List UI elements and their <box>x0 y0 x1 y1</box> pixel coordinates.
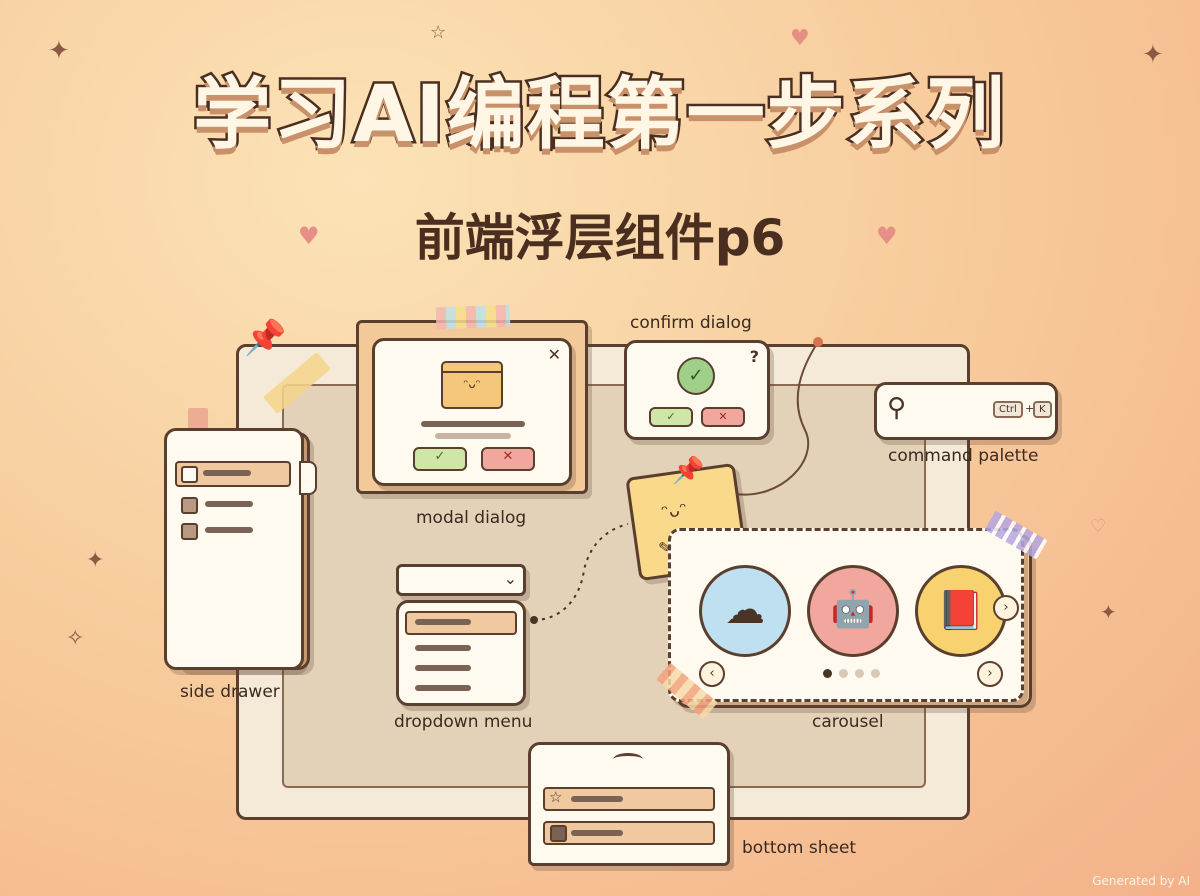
page-subtitle: 前端浮层组件p6 <box>414 209 786 267</box>
dropdown-item[interactable] <box>415 685 471 691</box>
browser-window-icon: ᵔᴗᵔ <box>441 361 503 409</box>
modal-text-line <box>435 433 511 439</box>
bottom-sheet-label: bottom sheet <box>742 838 857 858</box>
heart-icon: ♥ <box>876 222 898 250</box>
shortcut-k-key: K <box>1033 401 1052 418</box>
modal-dialog[interactable]: ✕ ᵔᴗᵔ ✓ ✕ <box>372 338 572 486</box>
carousel-prev-button[interactable]: ‹ <box>699 661 725 687</box>
drawer-item-active[interactable] <box>175 461 291 487</box>
side-drawer[interactable] <box>164 428 317 670</box>
sheet-item-star[interactable]: ☆ <box>543 787 715 811</box>
sparkle-icon: ✦ <box>48 36 70 66</box>
confirm-yes-button[interactable]: ✓ <box>649 407 693 427</box>
robot-icon[interactable]: 🤖 <box>807 565 899 657</box>
heart-icon: ♥ <box>298 222 320 250</box>
check-circle-icon: ✓ <box>677 357 715 395</box>
command-palette-label: command palette <box>888 446 1039 466</box>
pushpin-icon: 📌 <box>672 456 705 486</box>
page-title: 学习AI编程第一步系列 <box>191 68 1007 163</box>
smiley-face-icon: ᵔᴗᵔ <box>660 498 689 524</box>
dropdown-menu[interactable] <box>396 600 526 706</box>
sheet-item[interactable] <box>543 821 715 845</box>
star-icon: ☆ <box>430 22 447 43</box>
close-icon[interactable]: ✕ <box>547 345 561 364</box>
dropdown-item[interactable] <box>415 645 471 651</box>
carousel-dot[interactable] <box>855 669 864 678</box>
sparkle-icon: ✧ <box>66 626 85 651</box>
heart-icon: ♥ <box>790 26 810 51</box>
side-drawer-label: side drawer <box>180 682 280 702</box>
chevron-down-icon: ⌄ <box>503 569 517 588</box>
dropdown-menu-label: dropdown menu <box>394 712 533 732</box>
dropdown-item[interactable] <box>415 665 471 671</box>
shortcut-ctrl-key: Ctrl <box>993 401 1023 418</box>
confirm-no-button[interactable]: ✕ <box>701 407 745 427</box>
sheet-handle-icon[interactable] <box>613 753 643 766</box>
drawer-handle[interactable] <box>299 461 317 495</box>
sparkle-icon: ✦ <box>1100 600 1117 624</box>
dropdown-trigger[interactable]: ⌄ <box>396 564 526 596</box>
sparkle-icon: ✦ <box>86 548 105 573</box>
confirm-dialog[interactable]: ? ✓ ✓ ✕ <box>624 340 770 440</box>
book-icon[interactable]: 📕 <box>915 565 1007 657</box>
cancel-button[interactable]: ✕ <box>481 447 535 471</box>
heart-icon: ♡ <box>1090 516 1107 537</box>
carousel-next-button[interactable]: › <box>977 661 1003 687</box>
pushpin-icon: 📌 <box>244 318 287 358</box>
carousel-dot[interactable] <box>871 669 880 678</box>
carousel-label: carousel <box>812 712 884 732</box>
modal-text-line <box>421 421 525 427</box>
ai-watermark: Generated by AI <box>1092 874 1190 888</box>
drawer-item[interactable] <box>179 521 289 541</box>
modal-dialog-label: modal dialog <box>416 508 527 528</box>
carousel-dot[interactable] <box>839 669 848 678</box>
drawer-item[interactable] <box>179 495 289 515</box>
cloud-icon[interactable]: ☁ <box>699 565 791 657</box>
command-palette[interactable]: ⚲ Ctrl + K <box>874 382 1058 440</box>
carousel[interactable]: ☁ 🤖 📕 › ‹ › <box>668 528 1024 702</box>
carousel-dot-active[interactable] <box>823 669 832 678</box>
confirm-button[interactable]: ✓ <box>413 447 467 471</box>
carousel-next-top-button[interactable]: › <box>993 595 1019 621</box>
sparkle-icon: ✦ <box>1142 40 1164 70</box>
search-icon: ⚲ <box>887 393 907 423</box>
confirm-dialog-label: confirm dialog <box>630 313 752 333</box>
shortcut-plus: + <box>1025 402 1035 415</box>
dropdown-item-active[interactable] <box>405 611 517 635</box>
star-icon: ☆ <box>549 788 563 806</box>
bottom-sheet[interactable]: ☆ <box>528 742 730 866</box>
help-icon[interactable]: ? <box>749 347 759 366</box>
